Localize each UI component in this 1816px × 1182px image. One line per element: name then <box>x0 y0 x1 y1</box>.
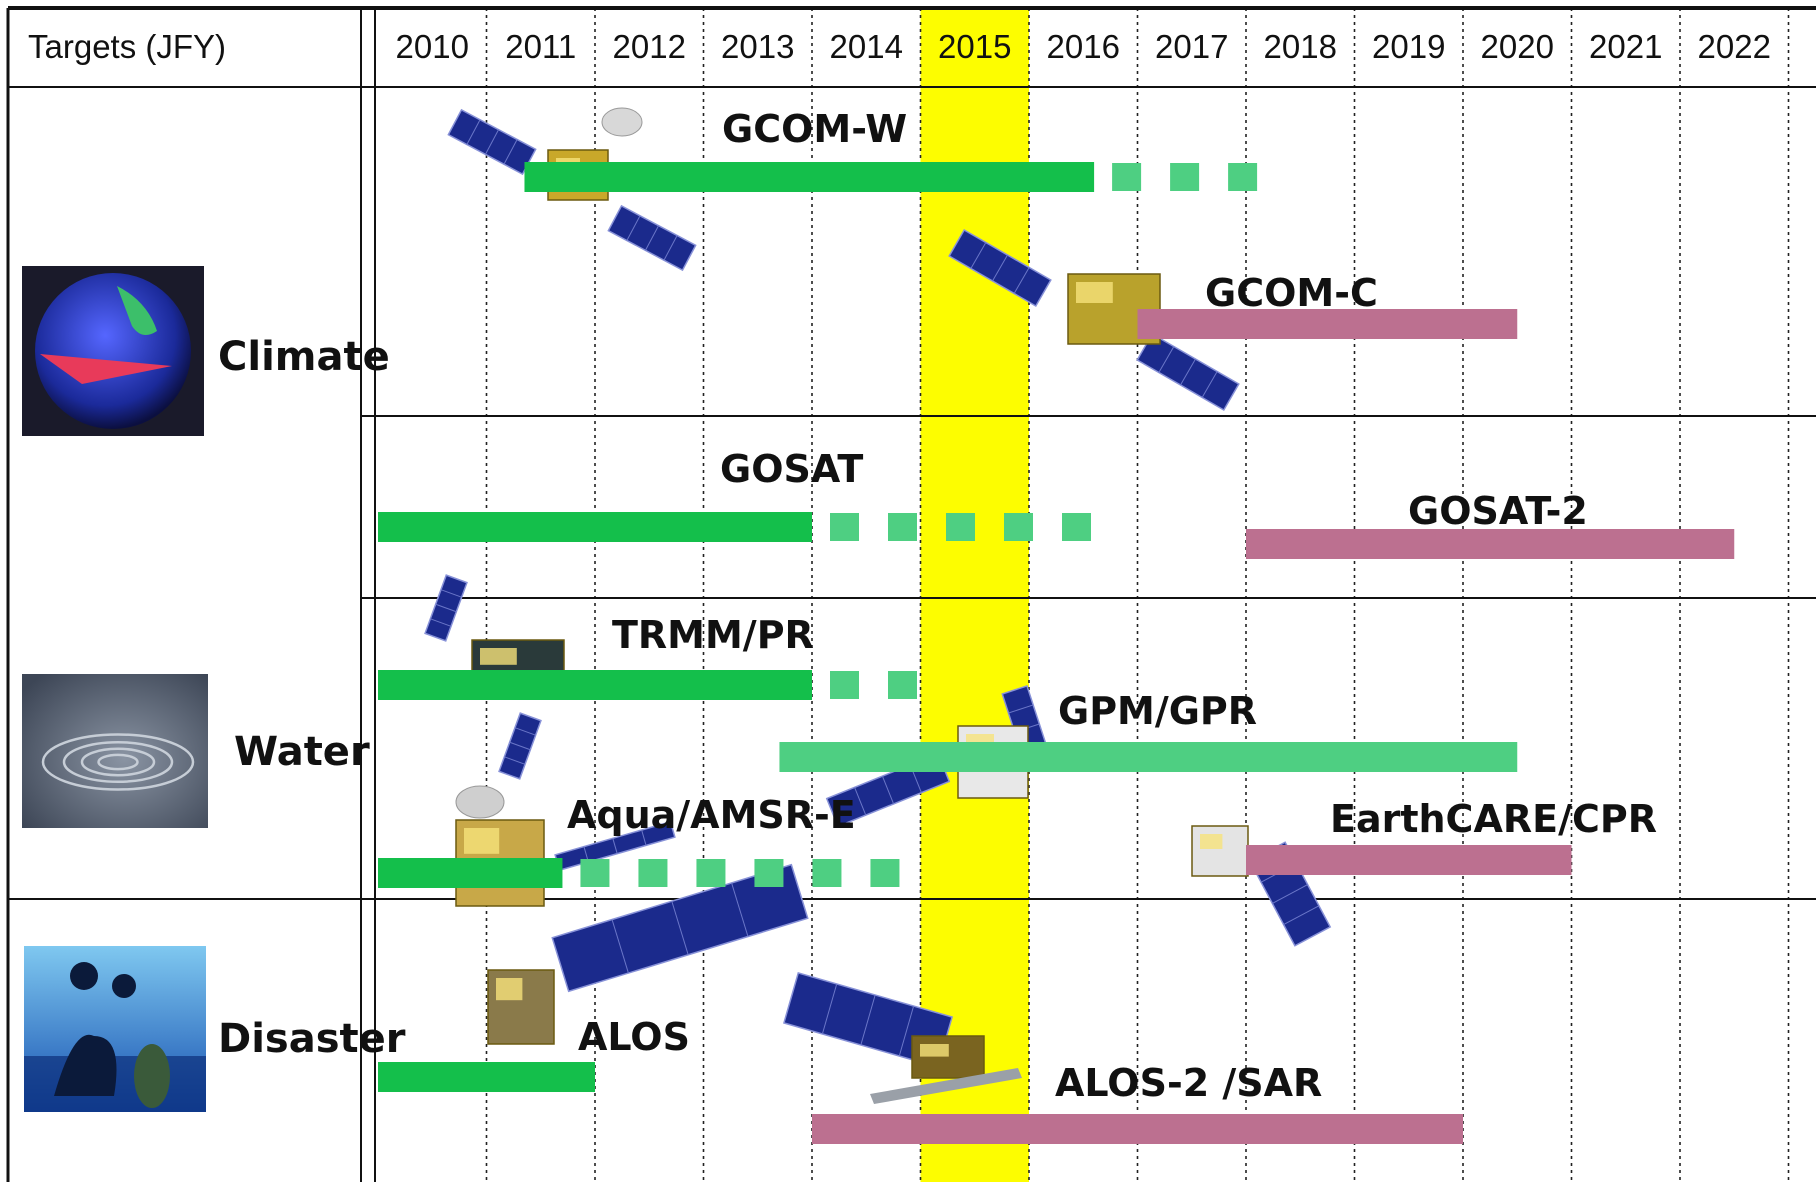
year-label-2012: 2012 <box>613 28 686 65</box>
trmm-solar-panel-bottom-icon <box>498 712 542 780</box>
gosat-extended-segment-4 <box>1062 513 1091 541</box>
gcom-w-extended-segment-1 <box>1170 163 1200 191</box>
year-label-2022: 2022 <box>1698 28 1771 65</box>
alos-operating-bar <box>378 1062 595 1092</box>
gcom-w-antenna-icon <box>601 107 643 137</box>
alos-label: ALOS <box>578 1015 690 1059</box>
gcom-c-solar-panel-left-icon <box>948 228 1052 308</box>
gpm-gpr-label: GPM/GPR <box>1058 689 1257 733</box>
year-label-2018: 2018 <box>1264 28 1337 65</box>
year-label-2019: 2019 <box>1372 28 1445 65</box>
gcom-w-solar-panel-left-icon <box>447 108 537 176</box>
gosat-operating-bar <box>378 512 812 542</box>
satellite-illustrations <box>424 107 1332 1104</box>
aqua-amsr-e-extended-segment-2 <box>696 859 726 887</box>
gcom-w-operating-bar <box>524 162 1095 192</box>
alos-solar-array-icon <box>551 863 809 993</box>
year-label-2013: 2013 <box>721 28 794 65</box>
aqua-amsr-e-operating-bar <box>378 858 563 888</box>
year-label-2021: 2021 <box>1589 28 1662 65</box>
gcom-w-solar-panel-right-icon <box>607 204 697 272</box>
climate-label: Climate <box>218 334 390 380</box>
highlight-year-column <box>920 8 1029 1182</box>
trmm-pr-extended-segment-1 <box>888 671 917 699</box>
trmm-solar-panel-top-icon <box>424 574 468 642</box>
disaster-label: Disaster <box>218 1016 406 1062</box>
year-label-2020: 2020 <box>1481 28 1554 65</box>
aqua-amsr-e-extended-segment-4 <box>812 859 842 887</box>
gcom-c-planned-bar <box>1137 309 1518 339</box>
header-row: Targets (JFY) 2010 2011 2012 2013 2014 2015 20… <box>28 28 1771 65</box>
gosat-extended-segment-3 <box>1004 513 1033 541</box>
gosat-extended-segment-1 <box>888 513 917 541</box>
aqua-amsr-e-extended-segment-1 <box>638 859 668 887</box>
aqua-amsr-e-extended-segment-0 <box>580 859 610 887</box>
water-icon <box>22 674 208 828</box>
disaster-icon <box>24 946 206 1112</box>
water-label: Water <box>234 729 370 775</box>
alos-2-body-icon <box>911 1035 985 1079</box>
aqua-amsr-e-label: Aqua/AMSR-E <box>567 793 856 837</box>
gosat-2-label: GOSAT-2 <box>1408 489 1588 533</box>
year-label-2011: 2011 <box>505 28 576 65</box>
earthcare-cpr-label: EarthCARE/CPR <box>1330 797 1657 841</box>
gcom-c-solar-panel-right-icon <box>1136 332 1240 412</box>
year-label-2017: 2017 <box>1155 28 1228 65</box>
trmm-pr-label: TRMM/PR <box>612 613 814 657</box>
alos-2-sar-label: ALOS-2 /SAR <box>1055 1061 1322 1105</box>
alos-body-icon <box>487 969 555 1045</box>
alos-2-sar-planned-bar <box>812 1114 1463 1144</box>
gpm-gpr-operating-bar <box>779 742 1518 772</box>
year-label-2010: 2010 <box>396 28 469 65</box>
highlight-2015 <box>920 8 1029 1182</box>
year-label-2015: 2015 <box>938 28 1011 65</box>
aqua-antenna-icon <box>455 785 505 819</box>
year-label-2014: 2014 <box>830 28 903 65</box>
gosat-extended-segment-0 <box>830 513 859 541</box>
gosat-label: GOSAT <box>720 447 863 491</box>
earthcare-cpr-planned-bar <box>1246 845 1572 875</box>
trmm-pr-operating-bar <box>378 670 812 700</box>
climate-icon <box>22 266 204 436</box>
gcom-w-label: GCOM-W <box>722 107 907 151</box>
header-label: Targets (JFY) <box>28 28 226 65</box>
gcom-c-label: GCOM-C <box>1205 271 1378 315</box>
earthcare-body-icon <box>1191 825 1249 877</box>
year-label-2016: 2016 <box>1047 28 1120 65</box>
alos-2-sar-antenna-icon <box>870 1068 1022 1104</box>
gosat-extended-segment-2 <box>946 513 975 541</box>
gcom-w-extended-segment-0 <box>1112 163 1142 191</box>
trmm-pr-extended-segment-0 <box>830 671 859 699</box>
aqua-amsr-e-extended-segment-5 <box>870 859 900 887</box>
gcom-w-extended-segment-2 <box>1228 163 1258 191</box>
gosat-2-planned-bar <box>1246 529 1735 559</box>
mission-bars <box>378 162 1735 1144</box>
table-frame <box>6 6 1816 1182</box>
aqua-amsr-e-extended-segment-3 <box>754 859 784 887</box>
